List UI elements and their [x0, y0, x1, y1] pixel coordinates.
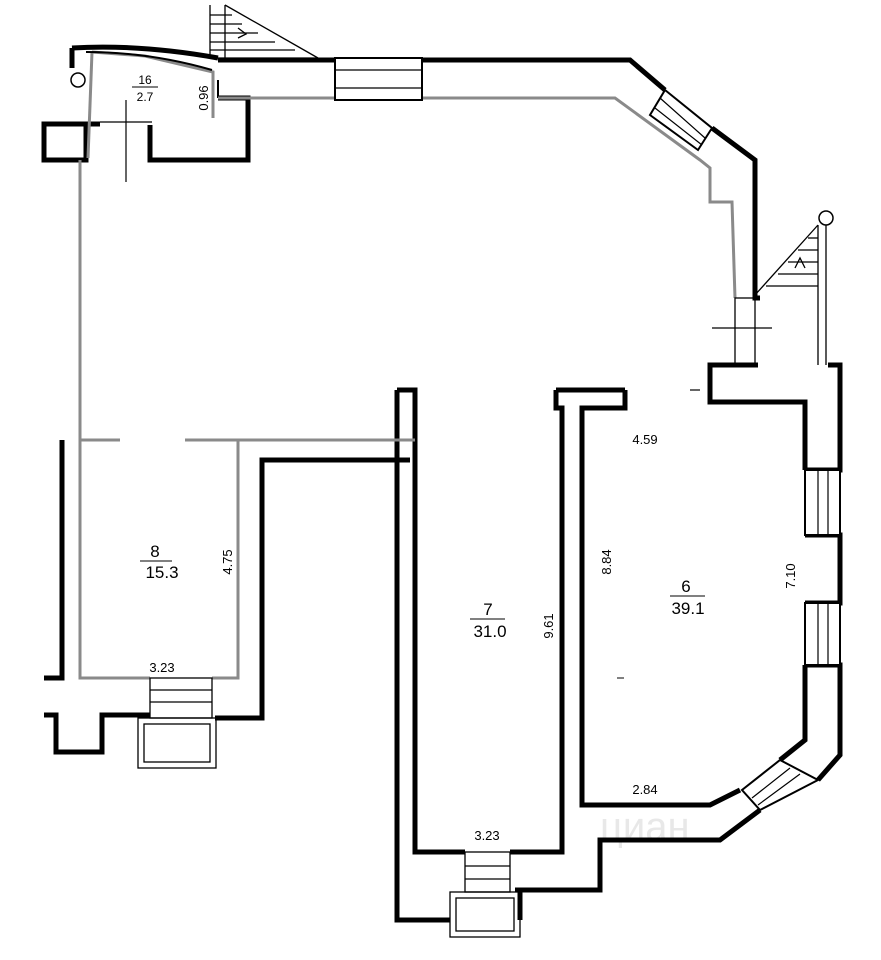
room-number: 16: [138, 73, 152, 87]
dim-room6-right: 7.10: [783, 563, 798, 588]
dim-room8-width: 3.23: [149, 660, 174, 675]
entrance-steps-room-8: [137, 677, 217, 769]
room-16-walls: [69, 44, 219, 182]
room-area: 2.7: [137, 90, 154, 104]
dim-room8-height: 4.75: [220, 549, 235, 574]
windows: [334, 57, 841, 812]
window-top: [334, 57, 423, 101]
entrance-steps-room-7: [449, 851, 521, 938]
room-8-label: 8 15.3: [140, 542, 179, 582]
stairs-right: [690, 210, 834, 391]
window-right-2: [804, 602, 841, 666]
dim-room6-top: 4.59: [632, 432, 657, 447]
dimension-labels: 0.96 4.75 3.23 9.61 3.23 4.59 8.84 7.10 …: [149, 85, 798, 843]
dim-room6-bottom: 2.84: [632, 782, 657, 797]
dim-room7-width: 3.23: [474, 828, 499, 843]
room-area: 39.1: [671, 599, 704, 618]
outer-walls: [41, 57, 843, 923]
room-number: 8: [150, 542, 159, 561]
room-7-label: 7 31.0: [470, 600, 507, 641]
room-6-label: 6 39.1: [670, 577, 705, 618]
dim-room6-left: 8.84: [599, 549, 614, 574]
dim-room16-width: 0.96: [196, 85, 211, 110]
room-area: 15.3: [145, 563, 178, 582]
window-diagonal: [740, 758, 821, 812]
room-number: 6: [681, 577, 690, 596]
interior-outlines: [78, 50, 737, 680]
dim-room7-height: 9.61: [541, 613, 556, 638]
wall-block-left: [41, 121, 89, 163]
room-area: 31.0: [473, 622, 506, 641]
window-right-1: [804, 469, 841, 536]
room-number: 7: [483, 600, 492, 619]
room-16-label: 16 2.7: [132, 73, 158, 104]
stairs-top: [209, 4, 319, 59]
window-chamfer: [648, 88, 714, 152]
column-circle: [70, 72, 86, 88]
